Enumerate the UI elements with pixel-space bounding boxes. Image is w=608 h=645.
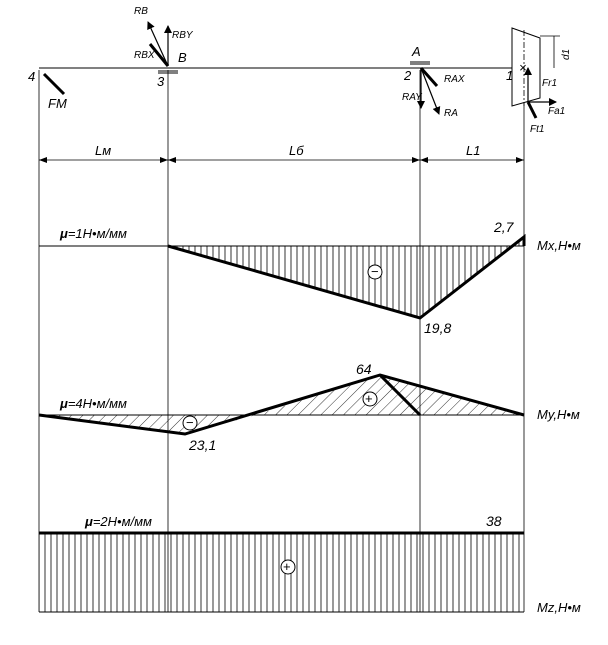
mz-sign: + (283, 559, 291, 574)
fa1-label: Fa1 (548, 106, 565, 117)
mz-scale-prefix: μ (84, 514, 93, 529)
mz-fill (39, 533, 524, 612)
my-axis-label: Мy,Н•м (537, 407, 580, 422)
point-2-label: 2 (403, 68, 412, 83)
my-jump-line (378, 373, 422, 417)
mx-sign: − (371, 264, 379, 279)
rb-force-arrow (147, 21, 169, 67)
my-sign-pos: + (365, 391, 373, 406)
mx-scale-prefix: μ (59, 226, 68, 241)
my-sign-neg: − (186, 415, 194, 430)
point-3-label: 3 (157, 74, 165, 89)
mz-scale-suffix: =2Н•м/мм (93, 514, 152, 529)
rax-label: RAX (444, 74, 465, 85)
rax-force-arrow (419, 67, 439, 87)
coupling-force-arrow (42, 72, 66, 96)
mx-axis-label: Мx,Н•м (537, 238, 581, 253)
mx-diagram: μ=1Н•м/мм Мx,Н•м 2,7 19,8 − (39, 219, 581, 336)
point-1-label: 1 (506, 68, 513, 83)
mx-value-max: 19,8 (424, 320, 451, 336)
ray-label: RAY (402, 92, 423, 103)
my-scale-prefix: μ (59, 396, 68, 411)
ft1-label: Ft1 (530, 124, 544, 135)
my-sign-neg-circle (182, 415, 198, 431)
dimension-lb-label: Lб (289, 143, 304, 158)
dimension-tick-1 (39, 157, 524, 163)
mz-value: 38 (486, 513, 502, 529)
my-scale-suffix: =4Н•м/мм (68, 396, 127, 411)
mx-curve (167, 233, 526, 320)
coupling-force-label: FM (48, 96, 67, 111)
point-b-label: B (178, 50, 187, 65)
rbx-label: RBX (134, 50, 155, 61)
ra-force-arrow (420, 67, 441, 115)
mz-scale-label: μ=2Н•м/мм (84, 514, 152, 529)
mz-sign-circle (280, 559, 296, 575)
mx-sign-circle (367, 264, 383, 280)
mx-scale-label: μ=1Н•м/мм (59, 226, 127, 241)
dimension-l1-label: L1 (466, 143, 480, 158)
my-value-max: 64 (356, 361, 372, 377)
pinion-center-mark: × (519, 60, 527, 75)
my-value-min: 23,1 (188, 437, 216, 453)
section-lines (38, 70, 525, 612)
ft1-force-arrow (526, 101, 538, 119)
point-4-label: 4 (28, 69, 35, 84)
my-diagram: μ=4Н•м/мм Мy,Н•м 23,1 64 − + (38, 361, 580, 453)
mx-value-end: 2,7 (493, 219, 515, 235)
dimension-lm-label: Lм (95, 143, 111, 158)
ra-label: RA (444, 108, 458, 119)
rby-label: RBY (172, 30, 194, 41)
my-sign-pos-circle (362, 391, 378, 407)
mz-diagram: μ=2Н•м/мм 38 Мz,Н•м + (39, 513, 581, 615)
rb-label: RB (134, 6, 148, 17)
mz-axis-label: Мz,Н•м (537, 600, 581, 615)
point-a-label: A (411, 44, 421, 59)
dimension-row: Lм Lб L1 (39, 143, 524, 163)
my-fill-positive (256, 375, 524, 415)
mx-fill (168, 237, 524, 318)
my-curve (38, 373, 525, 436)
d1-label: d1 (561, 49, 572, 60)
my-scale-label: μ=4Н•м/мм (59, 396, 127, 411)
rbx-force-arrow (148, 43, 170, 67)
fr1-label: Fr1 (542, 78, 557, 89)
shaft-scheme: 4 FM RB RBY RBX B 3 A 2 RAX RAY RA × d1 … (28, 6, 572, 135)
mx-scale-suffix: =1Н•м/мм (68, 226, 127, 241)
